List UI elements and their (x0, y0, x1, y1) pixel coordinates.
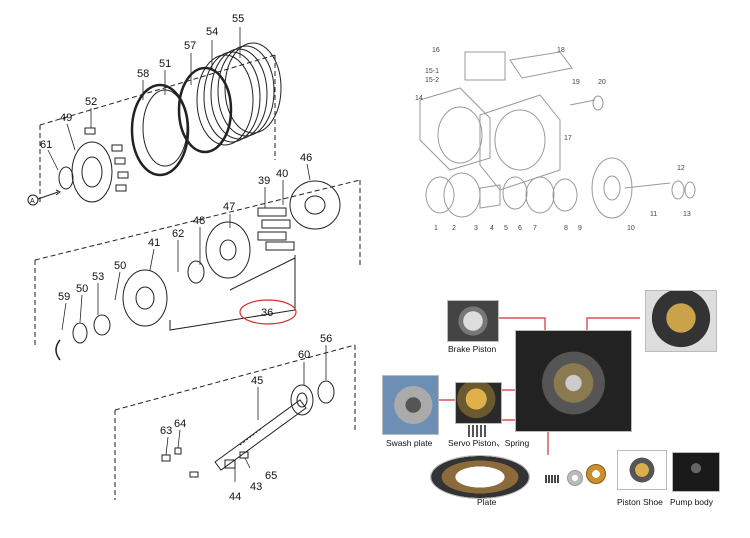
label-50-top: 50 (114, 260, 126, 272)
drive-shaft-part (214, 399, 307, 471)
label-8: 8 (564, 225, 568, 232)
caption-pump-body: Pump body (670, 497, 714, 507)
label-62: 62 (172, 228, 184, 240)
label-43: 43 (250, 481, 262, 493)
label-36: 36 (261, 307, 273, 319)
label-15-1: 15-1 (425, 68, 439, 75)
label-1: 1 (434, 225, 438, 232)
brake-piston-photo (447, 300, 499, 342)
valve-plate-part (289, 180, 341, 230)
pump-top-photo (645, 290, 717, 352)
friction-plate-stack-part (142, 42, 282, 167)
caption-servo-piston: Servo Piston、Spring (448, 438, 530, 448)
pump-body-photo (672, 452, 720, 492)
left-part-numbers: 55 54 57 51 58 52 49 61 A 46 40 39 47 48… (30, 13, 332, 503)
caption-brake-piston: Brake Piston (448, 344, 496, 354)
label-58: 58 (137, 68, 149, 80)
small-rings-part (55, 314, 111, 361)
label-47: 47 (223, 201, 235, 213)
plate-photo (430, 455, 530, 499)
cover-plate-part (58, 141, 113, 203)
label-53: 53 (92, 271, 104, 283)
label-61: 61 (40, 139, 52, 151)
caption-piston-shoe: Piston Shoe (617, 497, 663, 507)
small-spring-icon (545, 475, 559, 483)
label-44: 44 (229, 491, 241, 503)
swash-plate-photo (382, 375, 439, 435)
label-4: 4 (490, 225, 494, 232)
label-14: 14 (415, 95, 423, 102)
label-39: 39 (258, 175, 270, 187)
label-50-bottom: 50 (76, 283, 88, 295)
label-10: 10 (627, 225, 635, 232)
label-55: 55 (232, 13, 244, 25)
retainer-ring-part (187, 260, 205, 284)
label-49: 49 (60, 112, 72, 124)
label-18: 18 (557, 47, 565, 54)
label-59: 59 (58, 291, 70, 303)
label-12: 12 (677, 165, 685, 172)
label-13: 13 (683, 211, 691, 218)
label-6: 6 (518, 225, 522, 232)
left-exploded-view (27, 42, 361, 500)
label-11: 11 (650, 211, 657, 218)
label-15-2: 15-2 (425, 77, 439, 84)
label-51: 51 (159, 58, 171, 70)
right-exploded-view (419, 51, 696, 219)
piston-shoe-photo (617, 450, 667, 490)
label-7: 7 (533, 225, 537, 232)
label-A: A (30, 198, 35, 205)
label-40: 40 (276, 168, 288, 180)
spring-set-part (84, 127, 129, 192)
shoe-plate-part (205, 221, 251, 279)
label-9: 9 (578, 225, 582, 232)
label-17: 17 (564, 135, 572, 142)
label-46: 46 (300, 152, 312, 164)
label-56: 56 (320, 333, 332, 345)
bronze-ring-photo (586, 464, 606, 484)
label-5: 5 (504, 225, 508, 232)
label-63: 63 (160, 425, 172, 437)
right-part-numbers: 16 18 15-1 15-2 14 19 20 17 12 13 1 2 3 … (415, 47, 691, 232)
label-60: 60 (298, 349, 310, 361)
label-57: 57 (184, 40, 196, 52)
label-16: 16 (432, 47, 440, 54)
servo-spring-icon (468, 425, 486, 437)
label-65: 65 (265, 470, 277, 482)
bearing-part (290, 380, 335, 416)
left-leader-lines (47, 27, 327, 482)
servo-piston-photo (455, 382, 502, 424)
label-52: 52 (85, 96, 97, 108)
caption-swash-plate: Swash plate (386, 438, 433, 448)
label-48: 48 (193, 215, 205, 227)
label-54: 54 (206, 26, 218, 38)
label-45: 45 (251, 375, 263, 387)
label-2: 2 (452, 225, 456, 232)
caption-plate: Plate (477, 497, 497, 507)
label-64: 64 (174, 418, 186, 430)
bushing-photo (567, 470, 583, 486)
highlight-circle-36 (239, 299, 297, 325)
label-20: 20 (598, 79, 606, 86)
motor-assembly-photo (515, 330, 632, 432)
cylinder-block-part (122, 269, 168, 327)
piston-set-part (257, 207, 295, 251)
label-3: 3 (474, 225, 478, 232)
label-41: 41 (148, 237, 160, 249)
label-19: 19 (572, 79, 580, 86)
